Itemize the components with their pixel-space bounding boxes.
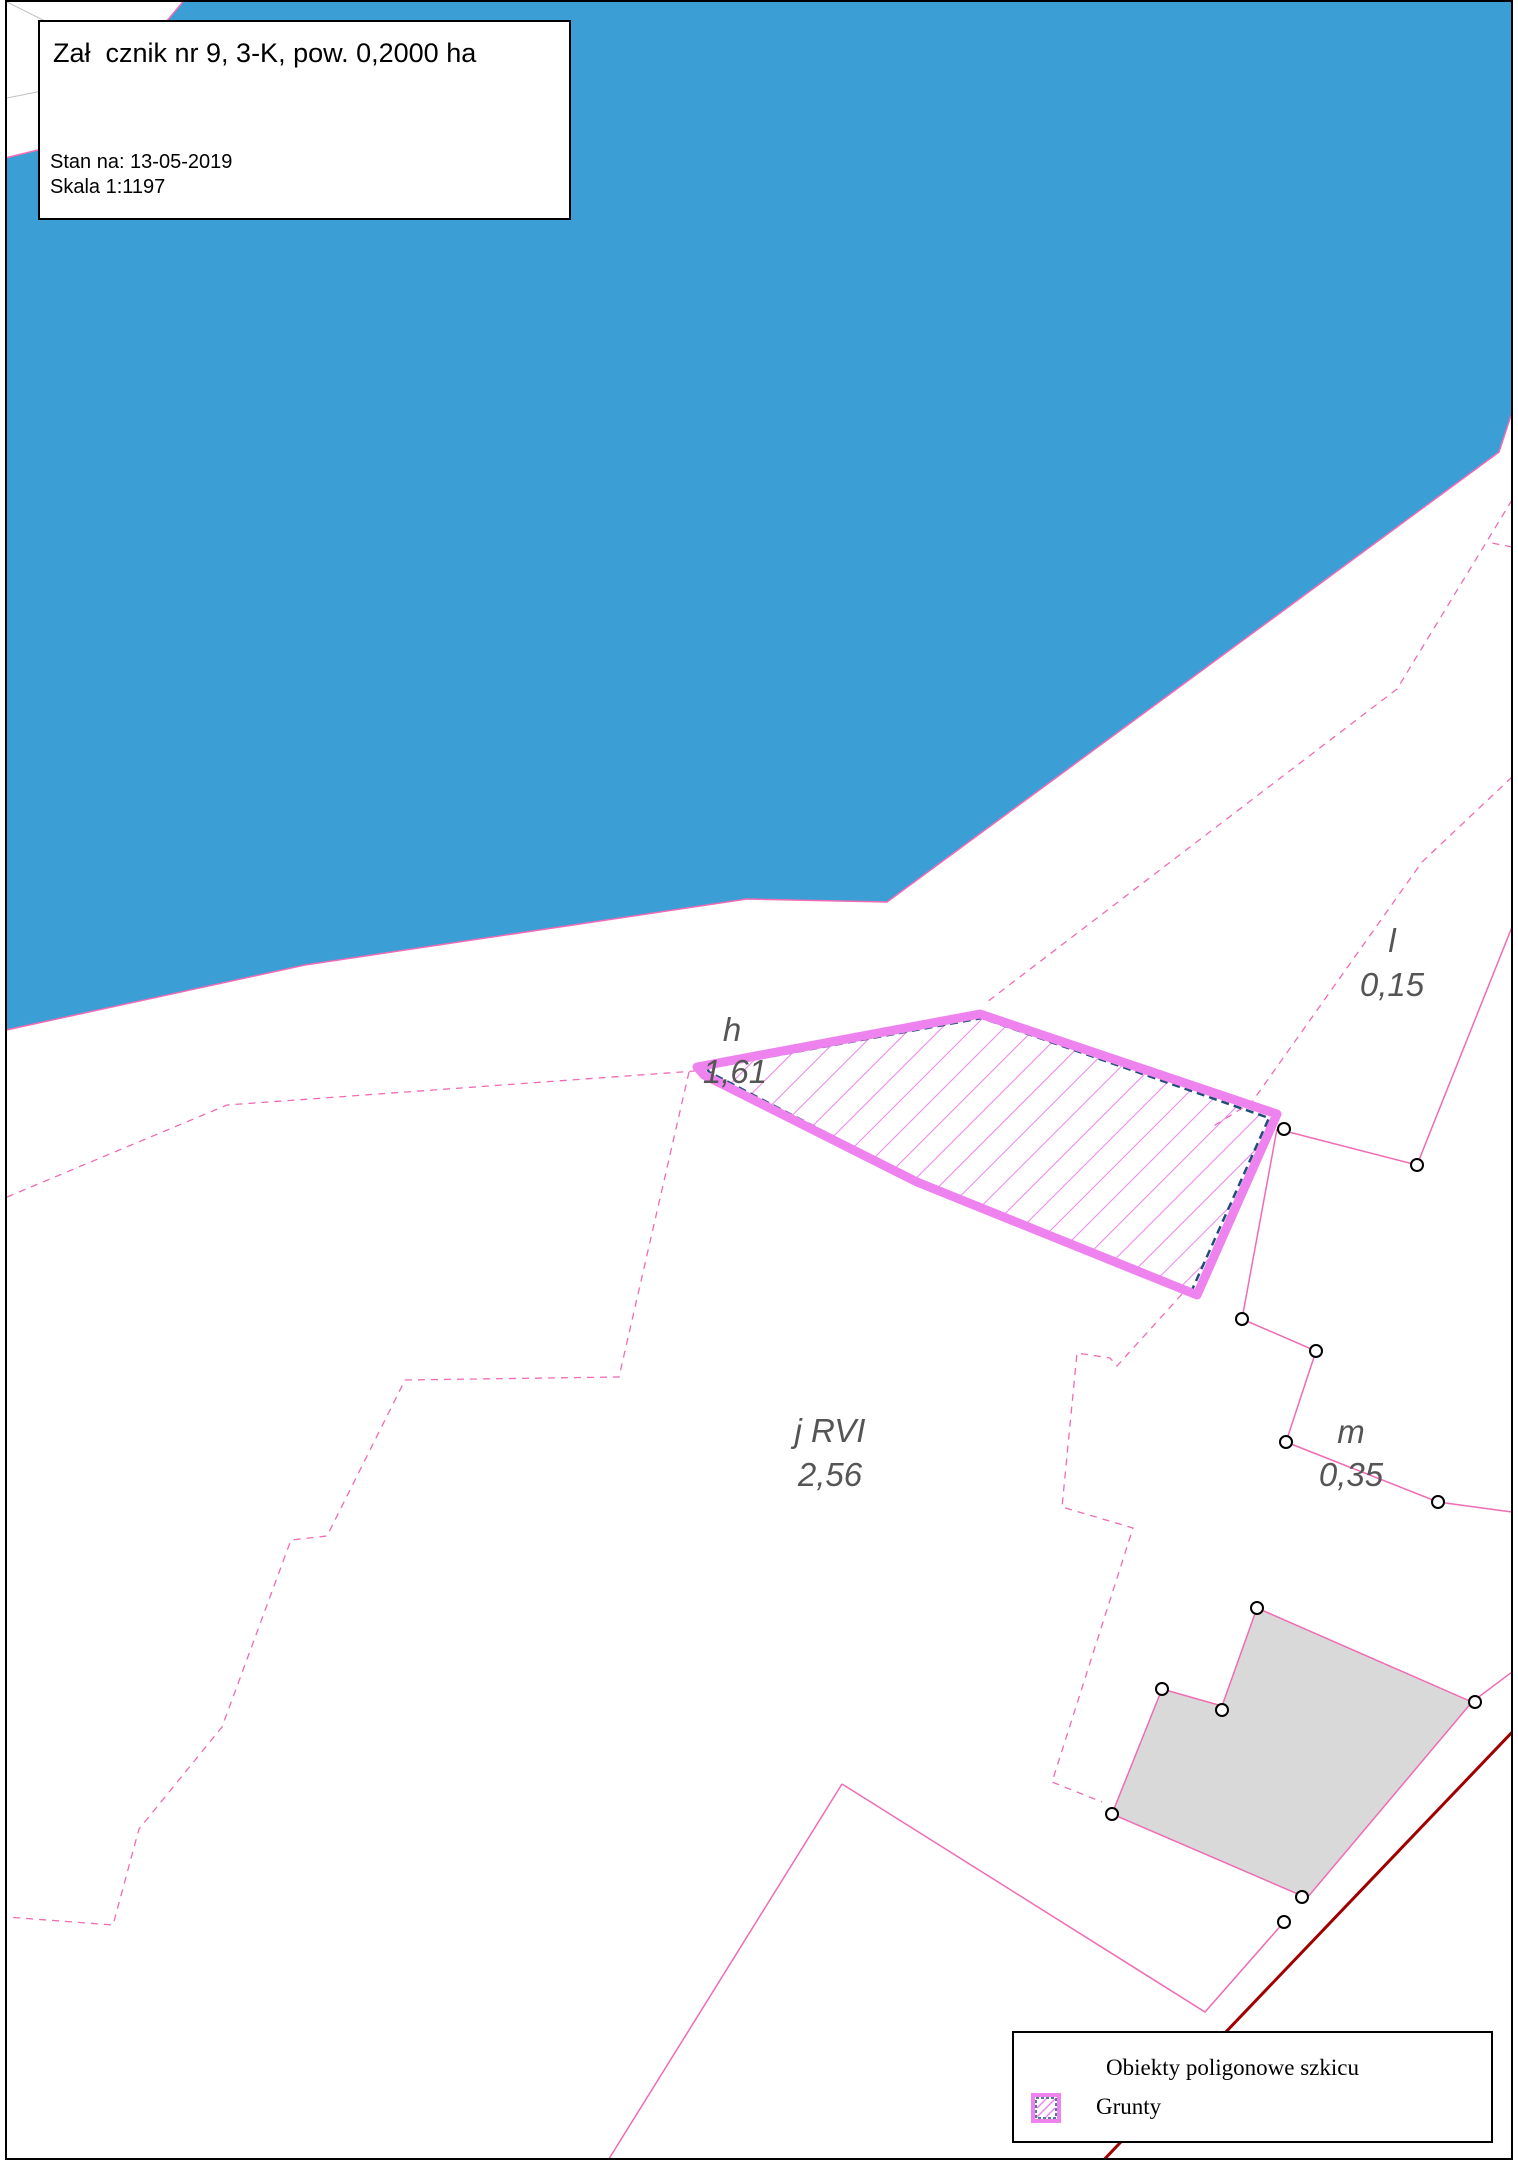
map-canvas[interactable]: h 1,61 l 0,15 j RVI 2,56 m 0,35 bbox=[7, 2, 1513, 2160]
parcel-label-l: l 0,15 bbox=[1360, 922, 1425, 1003]
boundary-point bbox=[1295, 1890, 1309, 1904]
legend-box: Obiekty poligonowe szkicu Grunty bbox=[1012, 2031, 1493, 2143]
svg-text:2,56: 2,56 bbox=[797, 1456, 863, 1493]
sketch-polygon-fill[interactable] bbox=[697, 1014, 1277, 1295]
status-date: Stan na: 13-05-2019 bbox=[50, 151, 233, 173]
soil-boundaries bbox=[7, 500, 1511, 1926]
boundary-point bbox=[1277, 1915, 1291, 1929]
boundary-point bbox=[1250, 1601, 1264, 1615]
boundary-point bbox=[1215, 1703, 1229, 1717]
boundary-point bbox=[1468, 1695, 1482, 1709]
svg-text:1,61: 1,61 bbox=[703, 1053, 767, 1090]
map-frame: h 1,61 l 0,15 j RVI 2,56 m 0,35 Zał czni… bbox=[5, 0, 1513, 2160]
legend-title: Obiekty poligonowe szkicu bbox=[1106, 2055, 1359, 2080]
boundary-point bbox=[1105, 1807, 1119, 1821]
svg-text:0,35: 0,35 bbox=[1319, 1456, 1384, 1493]
boundary-points bbox=[1105, 1122, 1482, 1929]
title-box: Zał cznik nr 9, 3-K, pow. 0,2000 ha Stan… bbox=[38, 20, 571, 220]
boundary-point bbox=[1155, 1682, 1169, 1696]
building bbox=[1111, 1606, 1474, 1899]
svg-text:0,15: 0,15 bbox=[1360, 966, 1425, 1003]
boundary-point bbox=[1277, 1122, 1291, 1136]
map-scale: Skala 1:1197 bbox=[50, 176, 166, 198]
svg-text:l: l bbox=[1388, 922, 1397, 959]
boundary-line bbox=[7, 2, 48, 23]
svg-text:m: m bbox=[1337, 1413, 1365, 1450]
parcel-label-j: j RVI 2,56 bbox=[791, 1412, 866, 1493]
legend-swatch-icon bbox=[1031, 2093, 1061, 2123]
boundary-point bbox=[1309, 1344, 1323, 1358]
boundary-point bbox=[1235, 1312, 1249, 1326]
legend-item-label: Grunty bbox=[1096, 2094, 1162, 2119]
boundary-point bbox=[1431, 1495, 1445, 1509]
boundary-point bbox=[1410, 1158, 1424, 1172]
sketch-polygon-outline bbox=[692, 1009, 1282, 1300]
boundary-point bbox=[1279, 1435, 1293, 1449]
parcel-label-h: h 1,61 bbox=[703, 1011, 767, 1090]
map-title: Zał cznik nr 9, 3-K, pow. 0,2000 ha bbox=[53, 38, 477, 68]
parcel-label-m: m 0,35 bbox=[1319, 1413, 1384, 1493]
svg-text:h: h bbox=[723, 1011, 741, 1048]
svg-text:j RVI: j RVI bbox=[791, 1412, 866, 1449]
